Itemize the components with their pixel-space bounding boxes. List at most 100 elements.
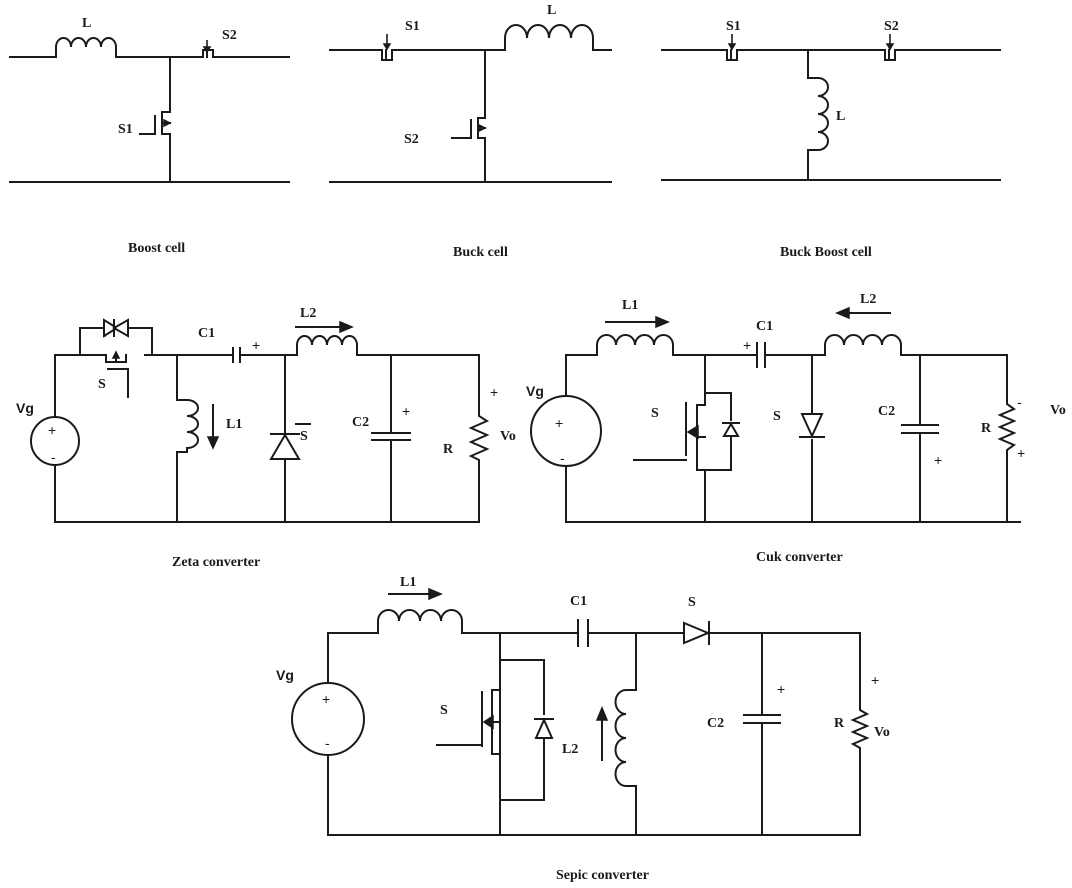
cuk-converter: + - Vg L1 S C1 + S	[526, 292, 1066, 565]
buckboost-s1-mosfet	[726, 34, 746, 61]
sepic-source-minus: -	[325, 735, 330, 751]
buck-s2-mosfet	[451, 117, 487, 183]
buck-boost-cell: S1 S2 L Buck Boost cell	[661, 19, 1001, 260]
zeta-l2-label: L2	[300, 306, 316, 321]
sepic-l2-inductor	[614, 632, 637, 836]
zeta-l1-wire	[176, 354, 199, 523]
zeta-source	[30, 416, 80, 466]
zeta-vout-plus: +	[490, 384, 498, 400]
boost-s2-label: S2	[222, 28, 237, 43]
sepic-diode: S	[683, 595, 861, 645]
sepic-c1-label: C1	[570, 594, 587, 609]
zeta-source-minus: -	[51, 449, 56, 465]
buck-s1-label: S1	[405, 19, 420, 34]
cuk-load-plus: +	[1017, 445, 1025, 461]
zeta-caption: Zeta converter	[172, 555, 260, 570]
cuk-diode: S	[773, 354, 825, 523]
zeta-source-label: Vg	[16, 400, 34, 416]
sepic-vout-label: Vo	[874, 725, 890, 740]
sepic-switch-mosfet: S	[436, 632, 554, 836]
buck-inductor-label: L	[547, 3, 556, 18]
zeta-diode-label: S	[300, 429, 308, 444]
zeta-source-plus: +	[48, 422, 56, 438]
cuk-c2-capacitor: C2 +	[878, 354, 942, 523]
zeta-left-wire	[54, 354, 480, 523]
sepic-left-wire	[327, 632, 861, 836]
sepic-source-label: Vg	[276, 667, 294, 683]
sepic-c2-label: C2	[707, 716, 724, 731]
cuk-c1-label: C1	[756, 319, 773, 334]
cuk-l1-inductor	[565, 334, 758, 356]
cuk-source	[530, 395, 602, 467]
buck-caption: Buck cell	[453, 245, 508, 260]
zeta-load-label: R	[443, 442, 454, 457]
buck-s2-label: S2	[404, 132, 419, 147]
zeta-c2-capacitor: C2 +	[352, 354, 411, 523]
boost-caption: Boost cell	[128, 241, 185, 256]
cuk-l1-label: L1	[622, 298, 638, 313]
cuk-load-label: R	[981, 421, 992, 436]
buckboost-caption: Buck Boost cell	[780, 245, 872, 260]
cuk-diode-label: S	[773, 409, 781, 424]
cuk-vout-label: Vo	[1050, 403, 1066, 418]
sepic-caption: Sepic converter	[556, 868, 649, 883]
buckboost-s2-label: S2	[884, 19, 899, 34]
buckboost-top-wire	[744, 49, 886, 79]
sepic-vout-plus: +	[871, 672, 879, 688]
cuk-c2-plus: +	[934, 452, 942, 468]
buck-top-wire	[404, 49, 506, 119]
sepic-c2-plus: +	[777, 681, 785, 697]
zeta-top-left-wire	[54, 327, 234, 356]
sepic-diode-label: S	[688, 595, 696, 610]
cuk-load-resistor: R - + Vo	[981, 354, 1066, 523]
sepic-load-resistor: R Vo +	[834, 632, 890, 836]
buckboost-inductor	[807, 77, 829, 181]
sepic-source	[291, 682, 365, 756]
sepic-source-plus: +	[322, 691, 330, 707]
cuk-source-plus: +	[555, 415, 563, 431]
zeta-c2-label: C2	[352, 415, 369, 430]
zeta-vout-label: Vo	[500, 429, 516, 444]
sepic-c2-capacitor: C2 +	[707, 632, 785, 836]
cuk-left-wire	[565, 354, 1021, 523]
cuk-c2-label: C2	[878, 404, 895, 419]
buck-cell: S1 L S2 Buck cell	[329, 3, 612, 260]
cuk-switch-label: S	[651, 406, 659, 421]
buck-s1-mosfet	[381, 34, 406, 61]
zeta-load-resistor: R Vo +	[443, 354, 516, 523]
sepic-load-label: R	[834, 716, 845, 731]
zeta-l1-label: L1	[226, 417, 242, 432]
cuk-l2-inductor	[824, 334, 1008, 356]
sepic-l2-label: L2	[562, 742, 578, 757]
cuk-load-minus: -	[1017, 394, 1022, 410]
cuk-l2-label: L2	[860, 292, 876, 307]
zeta-c1-capacitor: C1 +	[198, 326, 298, 363]
sepic-l1-inductor	[327, 609, 579, 634]
boost-inductor-label: L	[82, 16, 91, 31]
boost-s1-label: S1	[118, 122, 133, 137]
boost-s1-mosfet	[139, 111, 172, 183]
sepic-switch-label: S	[440, 703, 448, 718]
sepic-converter: + - Vg L1 S C1 L2	[276, 575, 890, 883]
zeta-c1-label: C1	[198, 326, 215, 341]
buckboost-inductor-label: L	[836, 109, 845, 124]
zeta-switch-diode	[103, 318, 129, 338]
cuk-c1-plus: +	[743, 337, 751, 353]
buckboost-s1-label: S1	[726, 19, 741, 34]
buckboost-s2-mosfet	[884, 34, 1001, 61]
boost-cell: L S2 S1 Boost cell	[9, 16, 290, 256]
zeta-switch-label: S	[98, 377, 106, 392]
cuk-c1-capacitor: C1 +	[743, 319, 826, 368]
cuk-switch-mosfet: S	[633, 354, 740, 523]
zeta-diode: S	[269, 354, 311, 523]
zeta-c2-plus: +	[402, 403, 410, 419]
zeta-c1-plus: +	[252, 337, 260, 353]
boost-inductor	[55, 37, 117, 58]
boost-top-wire	[115, 56, 204, 113]
zeta-switch-mosfet: S	[98, 350, 129, 398]
buck-inductor	[504, 24, 594, 51]
zeta-l2-inductor	[296, 335, 480, 356]
cuk-source-minus: -	[560, 450, 565, 466]
zeta-converter: + - Vg S L1 C1 +	[16, 306, 516, 570]
